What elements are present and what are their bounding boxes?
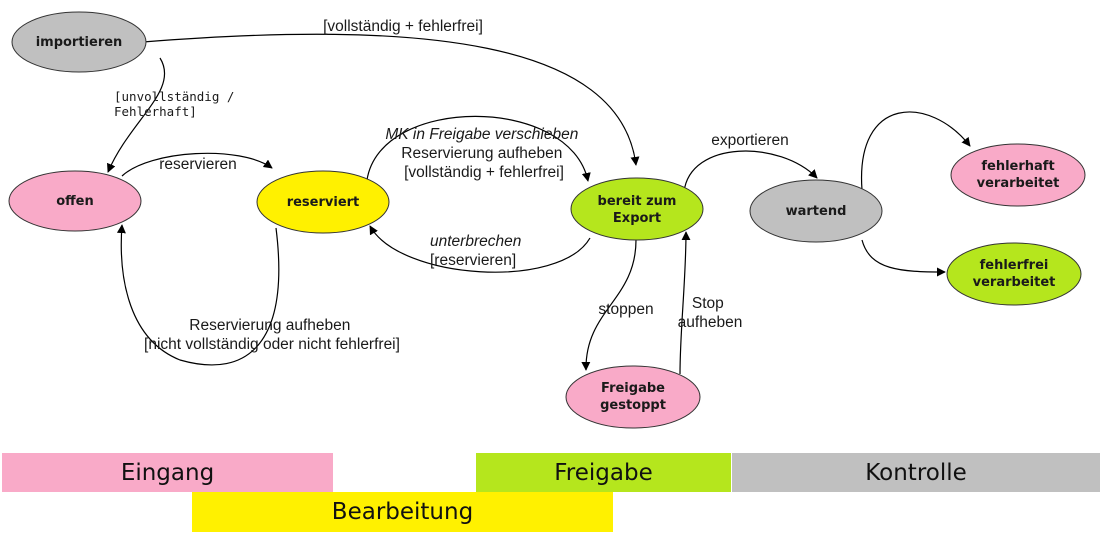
edge-bereit-reserviert <box>369 225 591 273</box>
band-freigabe-label: Freigabe <box>554 459 653 486</box>
band-eingang-label: Eingang <box>120 459 215 486</box>
node-offen[interactable]: offen <box>8 170 142 232</box>
edge-gestoppt-bereit <box>679 231 691 375</box>
edge-bereit-gestoppt <box>581 239 637 371</box>
node-fehlerhaft-verarbeitet[interactable]: fehlerhaft verarbeitet <box>950 143 1086 207</box>
band-bearbeitung: Bearbeitung <box>192 492 613 532</box>
label-offen-to-reserviert: reservieren <box>159 156 237 173</box>
svg-text:Freigabe: Freigabe <box>601 381 665 396</box>
band-bearbeitung-label: Bearbeitung <box>331 499 474 525</box>
label-export-to-wartend: exportieren <box>711 132 789 149</box>
node-importieren[interactable]: importieren <box>11 11 147 73</box>
svg-text:wartend: wartend <box>786 204 847 219</box>
node-wartend[interactable]: wartend <box>749 179 883 243</box>
edge-reserviert-bereit <box>366 115 591 182</box>
edge-wartend-fehlerhaft <box>861 111 971 191</box>
edge-offen-reserviert <box>121 152 273 177</box>
svg-text:offen: offen <box>56 194 94 209</box>
state-diagram: [vollständig + fehlerfrei] [unvollständi… <box>8 11 1086 429</box>
svg-text:verarbeitet: verarbeitet <box>973 275 1056 290</box>
edge-importieren-bereit <box>142 33 640 166</box>
svg-text:reserviert: reserviert <box>287 195 360 210</box>
band-kontrolle: Kontrolle <box>732 453 1100 492</box>
node-freigabe-gestoppt[interactable]: Freigabe gestoppt <box>565 365 701 429</box>
label-export-to-reserviert: unterbrechen [reservieren] <box>430 233 526 269</box>
svg-text:verarbeitet: verarbeitet <box>977 176 1060 191</box>
edge-reserviert-offen <box>116 224 280 366</box>
node-reserviert[interactable]: reserviert <box>256 170 390 234</box>
label-gestoppt-to-export: Stop aufheben <box>678 295 743 331</box>
node-bereit-zum-export[interactable]: bereit zum Export <box>570 177 704 241</box>
svg-text:fehlerfrei: fehlerfrei <box>980 258 1049 273</box>
label-reserviert-to-offen: Reservierung aufheben [nicht vollständig… <box>144 317 400 353</box>
label-export-to-gestoppt: stoppen <box>598 301 653 318</box>
band-freigabe: Freigabe <box>476 453 731 492</box>
label-import-to-offen: [unvollständig / Fehlerhaft] <box>114 89 242 119</box>
label-reserviert-to-export: MK in Freigabe verschieben Reservierung … <box>385 126 582 181</box>
edge-bereit-wartend <box>683 150 818 193</box>
edge-wartend-fehlerfrei <box>861 239 946 277</box>
band-kontrolle-label: Kontrolle <box>865 459 967 486</box>
label-import-to-export: [vollständig + fehlerfrei] <box>323 18 483 35</box>
node-fehlerfrei-verarbeitet[interactable]: fehlerfrei verarbeitet <box>946 242 1082 306</box>
svg-text:gestoppt: gestoppt <box>600 398 666 413</box>
band-eingang: Eingang <box>2 453 333 492</box>
svg-text:Export: Export <box>613 211 661 226</box>
svg-text:importieren: importieren <box>36 35 123 50</box>
svg-text:bereit zum: bereit zum <box>598 194 677 209</box>
edge-importieren-offen <box>107 57 166 173</box>
svg-text:fehlerhaft: fehlerhaft <box>981 159 1054 174</box>
